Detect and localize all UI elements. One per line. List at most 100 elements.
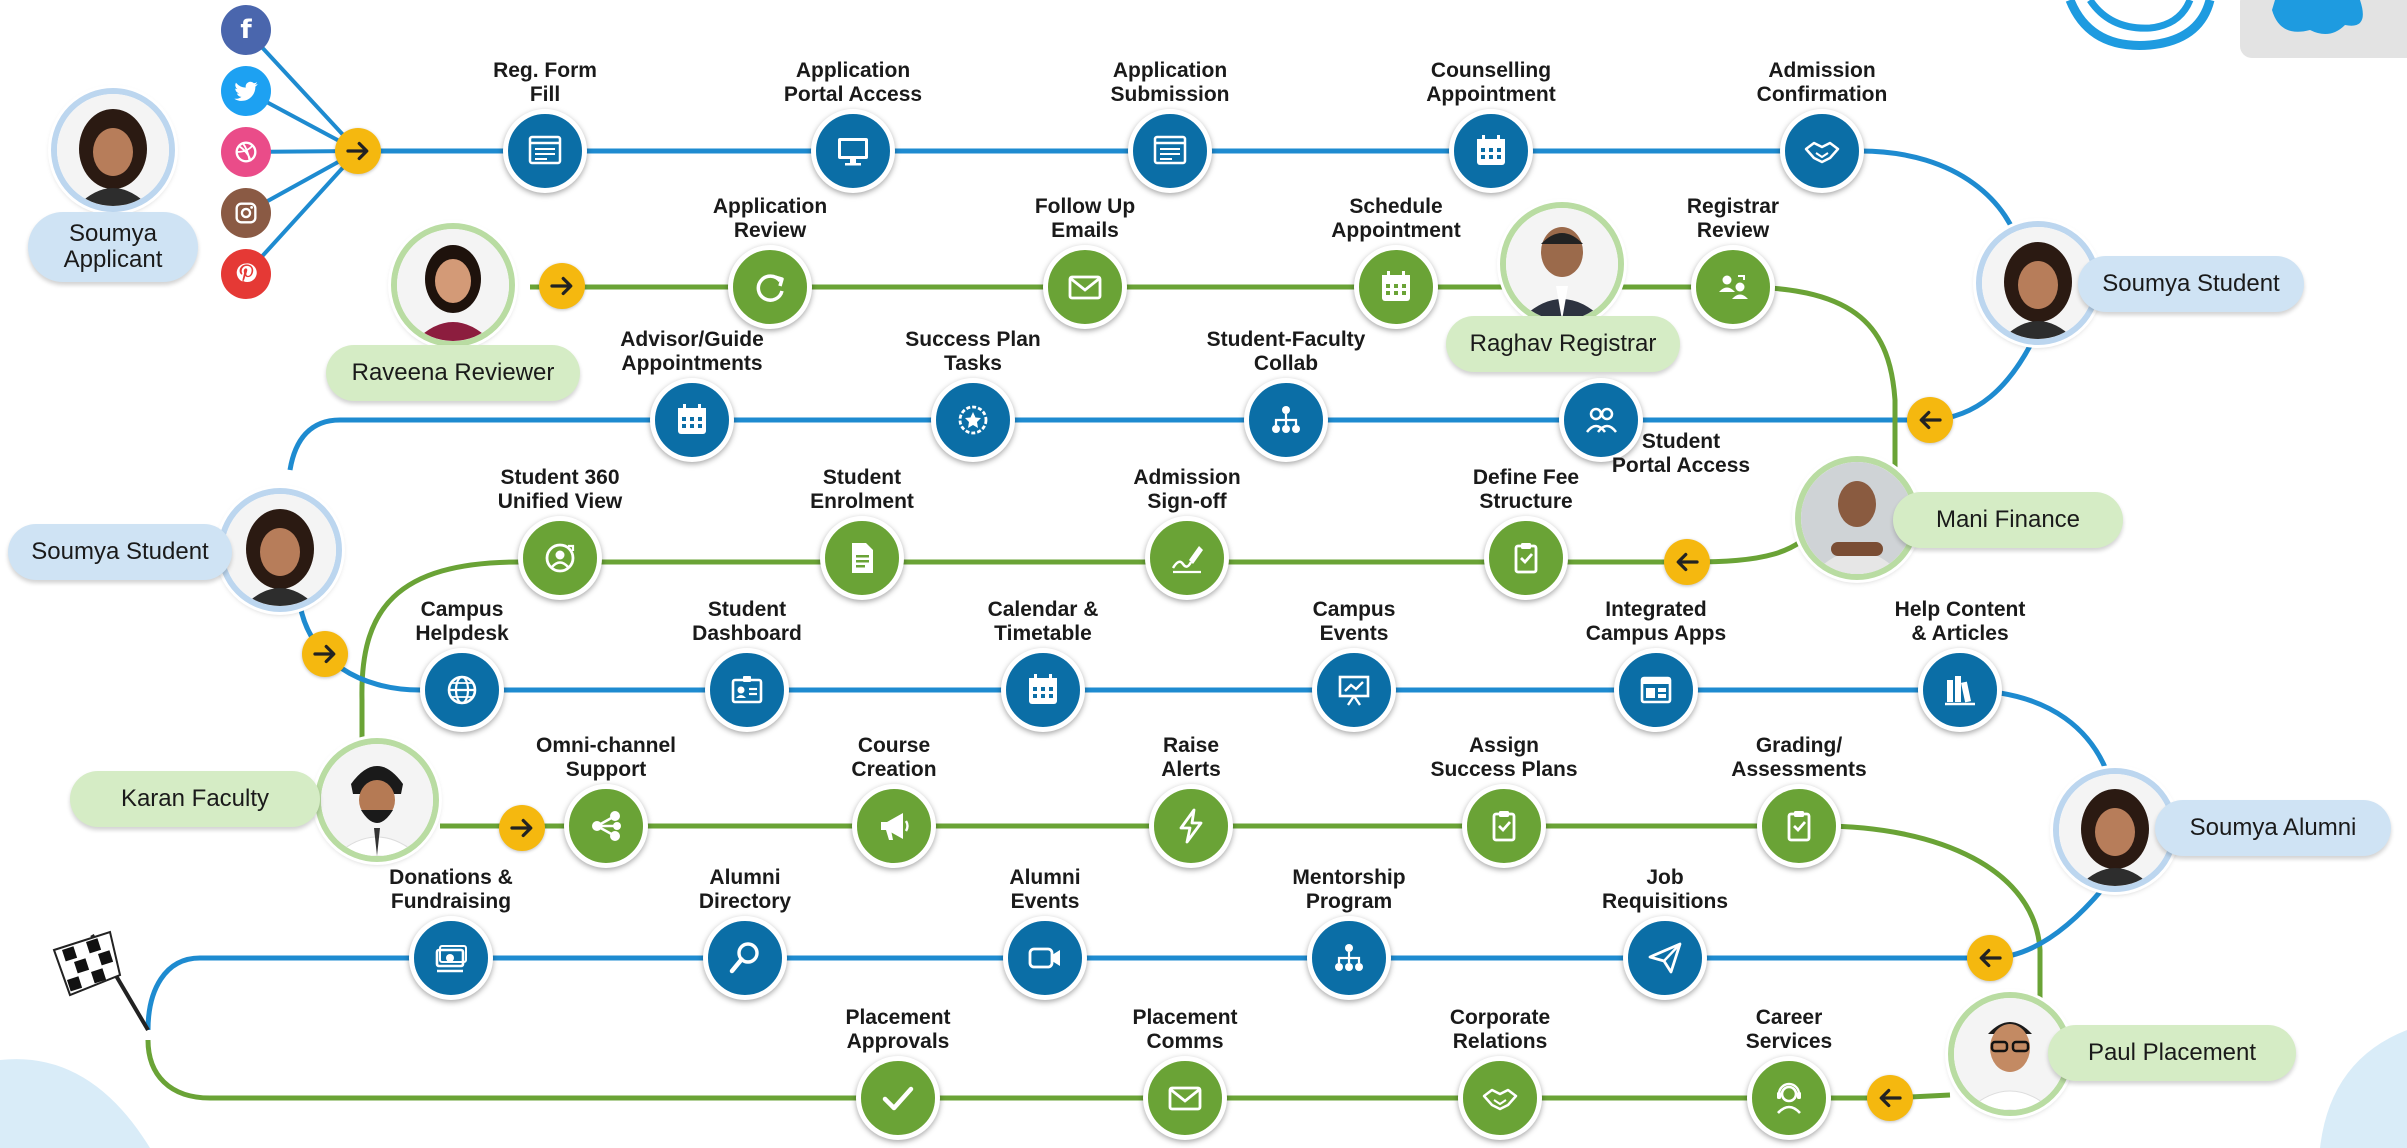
stage-node[interactable] bbox=[1691, 245, 1775, 329]
persona-student-left: Soumya Student bbox=[8, 524, 232, 580]
lightning-icon bbox=[1179, 808, 1203, 844]
stage-label: Follow Up Emails bbox=[1034, 195, 1136, 242]
stage-node[interactable] bbox=[703, 916, 787, 1000]
stage-node[interactable] bbox=[650, 378, 734, 462]
stage-node[interactable] bbox=[1462, 784, 1546, 868]
stage-label: Counselling Appointment bbox=[1426, 59, 1556, 106]
stage-label: Student Dashboard bbox=[692, 598, 802, 645]
stage-node[interactable] bbox=[1780, 109, 1864, 193]
stage-node[interactable] bbox=[1128, 109, 1212, 193]
stage-node[interactable] bbox=[1458, 1056, 1542, 1140]
stage-node[interactable] bbox=[1449, 109, 1533, 193]
stage-node[interactable] bbox=[852, 784, 936, 868]
handshake-icon bbox=[1804, 141, 1840, 164]
stage-node[interactable] bbox=[856, 1056, 940, 1140]
stage-node[interactable] bbox=[820, 516, 904, 600]
stage-node[interactable] bbox=[1757, 784, 1841, 868]
books-icon bbox=[1945, 676, 1975, 706]
stage-node[interactable] bbox=[1001, 648, 1085, 732]
stage-node[interactable] bbox=[1307, 916, 1391, 1000]
calendar-icon bbox=[678, 404, 706, 434]
checkered-flag-icon bbox=[52, 930, 150, 1032]
stage-node[interactable] bbox=[1149, 784, 1233, 868]
stage-node[interactable] bbox=[518, 516, 602, 600]
stage-label: Integrated Campus Apps bbox=[1585, 598, 1727, 645]
stage-label: Corporate Relations bbox=[1449, 1006, 1551, 1053]
envelope-icon bbox=[1168, 1086, 1202, 1111]
persona-faculty: Karan Faculty bbox=[70, 771, 320, 827]
check-icon bbox=[882, 1086, 914, 1111]
stage-label: Course Creation bbox=[851, 734, 937, 781]
monitor-icon bbox=[838, 138, 868, 166]
stage-label: Alumni Directory bbox=[698, 866, 792, 913]
clipboard-icon bbox=[1787, 811, 1811, 842]
stage-node[interactable] bbox=[1354, 245, 1438, 329]
stage-node[interactable] bbox=[1747, 1056, 1831, 1140]
dribbble-icon[interactable] bbox=[221, 127, 271, 177]
hierarchy-icon bbox=[1272, 406, 1300, 433]
persona-placement: Paul Placement bbox=[2048, 1025, 2296, 1081]
arrow-right-icon bbox=[335, 128, 381, 174]
stage-node[interactable] bbox=[931, 378, 1015, 462]
document-icon bbox=[852, 543, 873, 573]
stage-label: Campus Helpdesk bbox=[415, 598, 509, 645]
pinterest-icon[interactable] bbox=[221, 249, 271, 299]
globe-icon bbox=[447, 675, 477, 705]
clipboard-icon bbox=[1492, 811, 1516, 842]
instagram-icon[interactable] bbox=[221, 188, 271, 238]
arrow-left-icon bbox=[1907, 397, 1953, 443]
share-icon bbox=[592, 811, 621, 841]
stage-label: Reg. Form Fill bbox=[493, 59, 597, 106]
form-icon bbox=[528, 135, 562, 165]
arrow-left-icon bbox=[1664, 539, 1710, 585]
stage-node[interactable] bbox=[705, 648, 789, 732]
stage-label: Student-Faculty Collab bbox=[1206, 328, 1366, 375]
signature-icon bbox=[1171, 546, 1203, 574]
arrow-right-icon bbox=[539, 263, 585, 309]
stage-node[interactable] bbox=[1623, 916, 1707, 1000]
stage-label: Grading/ Assessments bbox=[1731, 734, 1867, 781]
calendar-icon bbox=[1382, 271, 1410, 301]
arrow-right-icon bbox=[499, 805, 545, 851]
app-window-icon bbox=[1640, 676, 1672, 704]
stage-node[interactable] bbox=[1145, 516, 1229, 600]
refresh-icon bbox=[756, 274, 784, 302]
stage-node[interactable] bbox=[420, 648, 504, 732]
search-icon bbox=[729, 942, 759, 974]
stage-label: Career Services bbox=[1745, 1006, 1833, 1053]
twitter-icon[interactable] bbox=[221, 66, 271, 116]
stage-label: Admission Confirmation bbox=[1756, 59, 1888, 106]
stage-node[interactable] bbox=[1918, 648, 2002, 732]
clipboard-icon bbox=[1514, 543, 1538, 574]
stage-node[interactable] bbox=[1559, 378, 1643, 462]
form-icon bbox=[1153, 135, 1187, 165]
stage-node[interactable] bbox=[503, 109, 587, 193]
stage-node[interactable] bbox=[1312, 648, 1396, 732]
stage-node[interactable] bbox=[1484, 516, 1568, 600]
send-icon bbox=[1648, 942, 1682, 974]
stage-label: Student Portal Access bbox=[1611, 430, 1751, 477]
stage-node[interactable] bbox=[811, 109, 895, 193]
stage-node[interactable] bbox=[1003, 916, 1087, 1000]
stage-label: Assign Success Plans bbox=[1430, 734, 1578, 781]
stage-label: Student 360 Unified View bbox=[497, 466, 623, 513]
stage-node[interactable] bbox=[728, 245, 812, 329]
money-icon bbox=[435, 945, 467, 973]
stage-node[interactable] bbox=[1614, 648, 1698, 732]
stage-node[interactable] bbox=[409, 916, 493, 1000]
stage-label: Help Content & Articles bbox=[1894, 598, 2026, 645]
calendar-icon bbox=[1029, 674, 1057, 704]
registrar-avatar bbox=[1500, 202, 1624, 326]
stage-node[interactable] bbox=[1244, 378, 1328, 462]
stage-label: Application Submission bbox=[1110, 59, 1230, 106]
stage-label: Registrar Review bbox=[1686, 195, 1780, 242]
stage-node[interactable] bbox=[1043, 245, 1127, 329]
persona-finance: Mani Finance bbox=[1893, 492, 2123, 548]
stage-node[interactable] bbox=[564, 784, 648, 868]
arrow-right-icon bbox=[302, 631, 348, 677]
stage-node[interactable] bbox=[1143, 1056, 1227, 1140]
stage-label: Calendar & Timetable bbox=[987, 598, 1099, 645]
facebook-icon[interactable]: f bbox=[221, 5, 271, 55]
profile-icon bbox=[545, 543, 575, 573]
